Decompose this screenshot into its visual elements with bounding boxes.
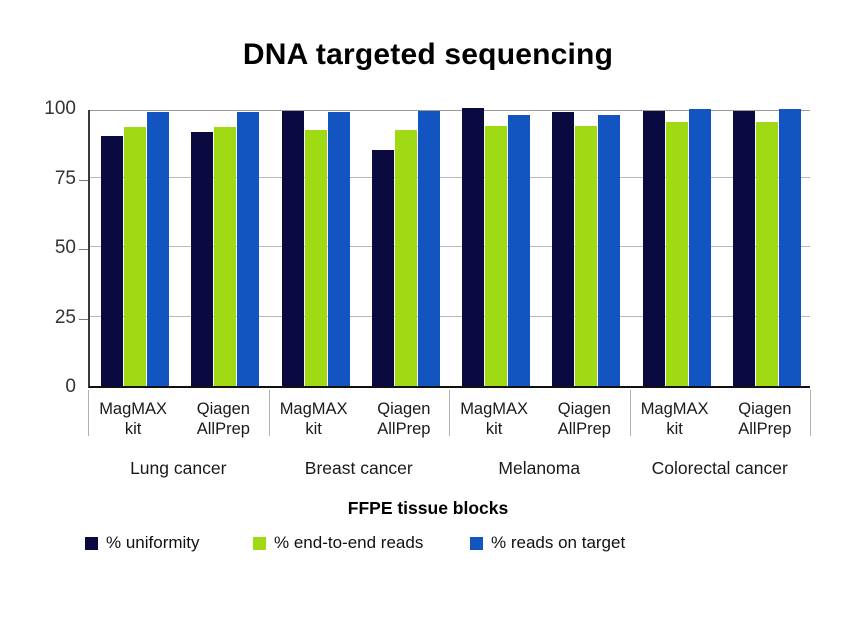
bar <box>485 126 508 386</box>
plot-top-border <box>90 110 810 111</box>
group-separator <box>268 390 270 436</box>
x-tick-label-line: MagMAX <box>279 400 348 418</box>
y-tick-label: 0 <box>65 376 76 397</box>
legend-swatch <box>470 536 483 550</box>
y-tick-mark <box>79 179 88 181</box>
bar <box>688 109 711 386</box>
bar <box>101 135 124 386</box>
legend-item: % reads on target <box>470 533 625 553</box>
x-tick-label: MagMAX kit <box>615 399 735 439</box>
x-tick-label-line: Qiagen <box>377 400 431 418</box>
plot-area <box>88 108 810 388</box>
x-group-label: Lung cancer <box>130 458 227 478</box>
x-tick-label-line: MagMAX <box>640 400 709 418</box>
bar <box>642 110 665 386</box>
y-tick-label: 75 <box>54 167 76 189</box>
bar <box>147 112 170 386</box>
bar <box>755 121 778 386</box>
legend-label: % end-to-end reads <box>274 533 424 552</box>
legend-swatch <box>85 536 98 550</box>
gridline <box>90 176 810 178</box>
x-tick-label-line: Qiagen <box>196 400 250 418</box>
bar <box>304 130 327 386</box>
x-tick-label-line: MagMAX <box>99 400 168 418</box>
chart-title: DNA targeted sequencing <box>242 38 614 71</box>
legend-label: % uniformity <box>106 533 200 552</box>
y-tick-label: 50 <box>54 237 76 258</box>
x-tick-label-line: AllPrep <box>377 420 431 438</box>
x-tick-label-line: kit <box>666 420 683 438</box>
bar <box>371 149 394 386</box>
bar <box>552 112 575 386</box>
y-tick-label: 100 <box>44 98 76 119</box>
group-separator <box>629 390 631 436</box>
y-tick-mark <box>79 318 88 320</box>
y-tick-mark <box>79 249 88 250</box>
x-tick-label-line: Qiagen <box>557 400 611 418</box>
x-tick-label-line: kit <box>485 420 503 438</box>
gridline <box>90 315 810 317</box>
bar <box>237 112 260 386</box>
group-separator <box>449 390 450 436</box>
bar <box>214 127 237 386</box>
x-tick-label: MagMAX kit <box>73 399 193 439</box>
x-group-label: Breast cancer <box>304 458 413 478</box>
legend-label: % reads on target <box>491 533 626 552</box>
bar <box>462 108 485 386</box>
bar <box>191 131 214 386</box>
bar <box>665 121 688 386</box>
y-tick-label: 25 <box>54 306 76 328</box>
bar <box>778 109 801 386</box>
group-separator <box>88 390 89 436</box>
legend-item: % end-to-end reads <box>253 533 423 553</box>
x-tick-label: MagMAX kit <box>254 399 374 439</box>
x-tick-label-line: kit <box>124 420 142 438</box>
x-tick-label-line: MagMAX <box>460 400 529 418</box>
legend-swatch <box>253 536 266 550</box>
x-axis-title: FFPE tissue blocks <box>347 498 509 518</box>
bar <box>394 130 417 386</box>
x-tick-label-line: AllPrep <box>196 420 250 438</box>
x-tick-label-line: kit <box>305 420 322 438</box>
bar <box>598 114 621 386</box>
x-group-label: Melanoma <box>498 458 581 478</box>
bar <box>281 110 304 386</box>
x-tick-label-line: Qiagen <box>738 400 792 418</box>
x-tick-label: MagMAX kit <box>434 399 554 439</box>
gridline <box>90 246 810 247</box>
x-group-label: Colorectal cancer <box>651 458 788 478</box>
bar <box>124 127 147 386</box>
legend-item: % uniformity <box>85 533 200 553</box>
x-tick-label-line: AllPrep <box>738 420 792 438</box>
bar <box>508 114 531 386</box>
bar <box>732 110 755 386</box>
legend: % uniformity % end-to-end reads % reads on… <box>0 533 856 559</box>
bar <box>327 112 350 386</box>
bar <box>575 126 598 386</box>
group-separator <box>810 390 811 436</box>
bar <box>417 110 440 386</box>
x-tick-label-line: AllPrep <box>557 420 611 438</box>
